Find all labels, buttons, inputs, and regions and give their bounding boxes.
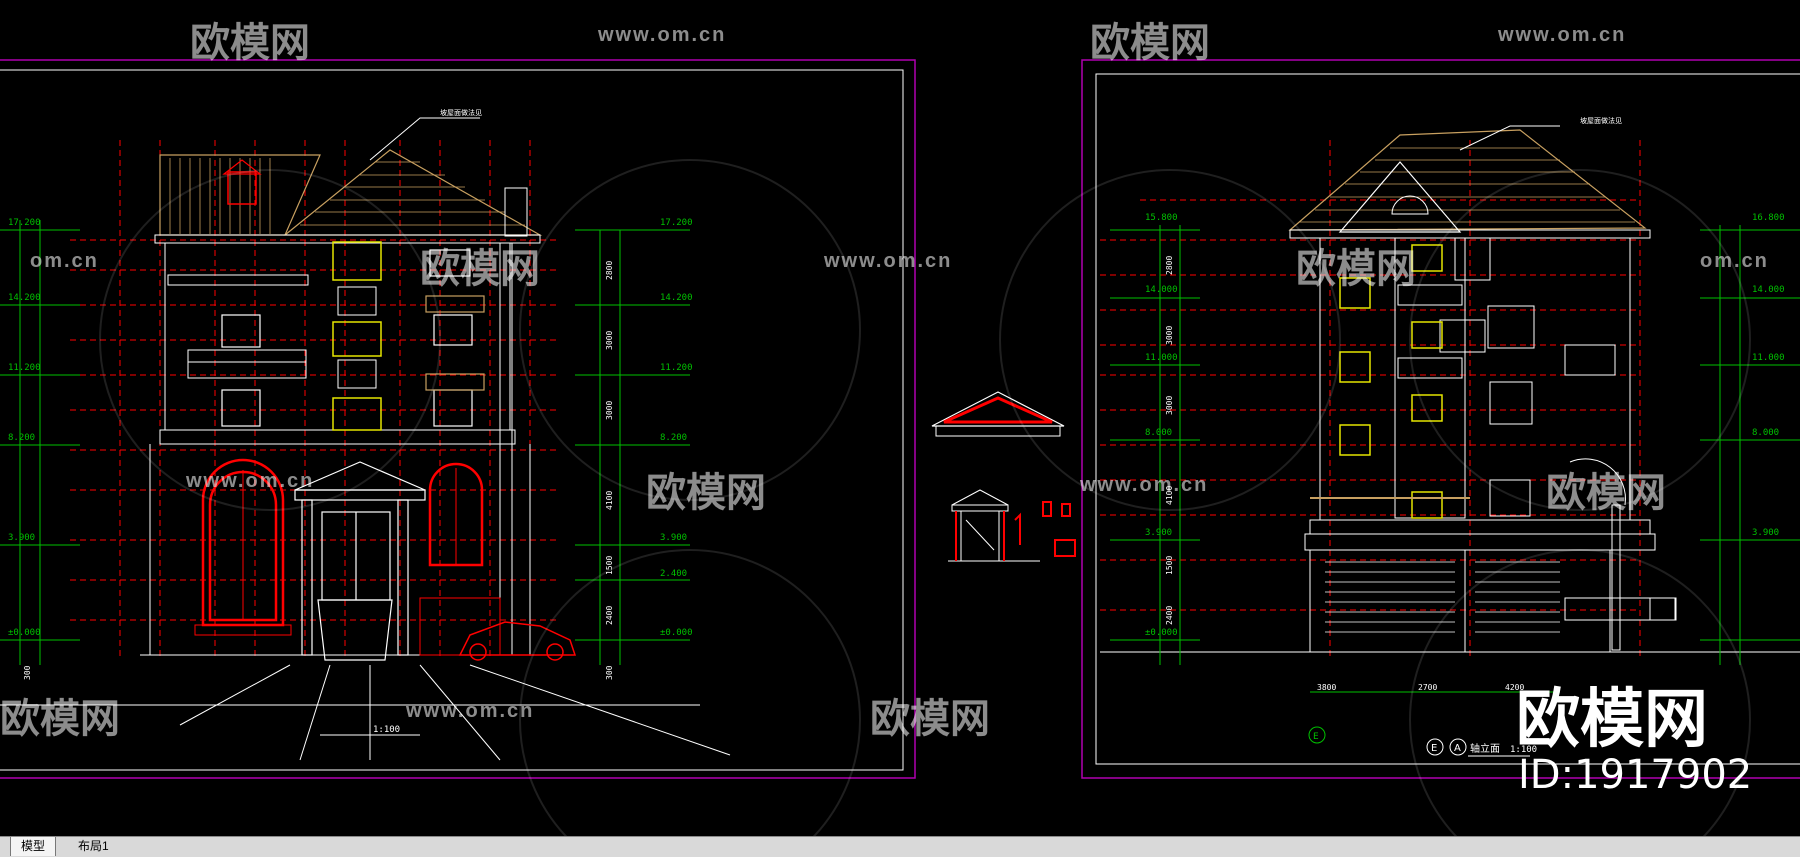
right-sheet-frame (1081, 59, 1800, 779)
side-bottom-dim: 3800 (1317, 683, 1336, 692)
front-dimension-label: 3000 (605, 401, 614, 420)
cad-drawing-canvas[interactable]: 17.200 14.200 11.200 8.200 3.900 ±0.000 … (0, 0, 1800, 836)
front-dimension-label: 1500 (605, 556, 614, 575)
side-dimension-label: 3000 (1165, 326, 1174, 345)
side-elevation: 15.800 14.000 11.000 8.000 3.900 ±0.000 … (1100, 116, 1800, 757)
front-level-label: 3.900 (8, 533, 35, 543)
side-dimension-label: 2800 (1165, 256, 1174, 275)
side-axis-bubble (1308, 726, 1326, 744)
front-chimney (504, 187, 528, 237)
watermark-brand-large: 欧模网 (1516, 683, 1708, 757)
side-level-label: 15.800 (1145, 213, 1178, 223)
front-balcony-railing (187, 349, 307, 379)
right-sheet-inner-frame (1095, 73, 1800, 765)
side-axis-mark: E (1313, 732, 1319, 742)
side-dimension-label: 2400 (1165, 606, 1174, 625)
front-right-level-label: 3.900 (660, 533, 687, 543)
front-dormer-window (227, 171, 257, 205)
watermark-id: ID:1917902 (1518, 752, 1753, 798)
watermark-brand: 欧模网 (190, 21, 310, 65)
watermark-site: www.om.cn (406, 700, 535, 722)
watermark-site-short: om.cn (30, 250, 99, 272)
side-right-level-label: 3.900 (1752, 528, 1779, 538)
watermark-brand: 欧模网 (1296, 247, 1416, 291)
side-level-label: 3.900 (1145, 528, 1172, 538)
front-right-level-label: 11.200 (660, 363, 693, 373)
front-scale-label: 1:100 (373, 725, 400, 735)
front-dimension-label: 2400 (605, 606, 614, 625)
front-stair-window (332, 241, 382, 281)
left-sheet-inner-frame (0, 69, 904, 771)
front-dimension-label: 3000 (605, 331, 614, 350)
side-roof (1288, 129, 1647, 231)
side-bottom-dim: 2700 (1418, 683, 1437, 692)
front-base-dim: 300 (605, 665, 614, 680)
side-title-axis-left: E (1431, 743, 1437, 754)
watermark-site: www.om.cn (824, 250, 953, 272)
detail-portico (948, 489, 1040, 562)
side-dimension-label: 4100 (1165, 486, 1174, 505)
front-level-label: 17.200 (8, 218, 41, 228)
front-right-level-label: ±0.000 (660, 628, 693, 638)
front-right-level-label: 17.200 (660, 218, 693, 228)
detail-drawings (931, 391, 1076, 562)
watermark-brand: 欧模网 (0, 697, 120, 741)
side-bottom-dim: 4200 (1505, 683, 1524, 692)
front-arched-window-left (201, 458, 285, 627)
side-right-level-label: 14.000 (1752, 285, 1785, 295)
side-right-level-label: 16.800 (1752, 213, 1785, 223)
front-roof-note: 坡屋面做法见 (440, 108, 482, 117)
front-window (221, 314, 261, 348)
side-scale-label: 1:100 (1510, 745, 1537, 755)
front-portico-pediment (294, 461, 426, 491)
tab-layout1[interactable]: 布局1 (78, 839, 109, 853)
side-red-grid (1100, 140, 1641, 660)
front-dimension-label: 4100 (605, 491, 614, 510)
tab-model[interactable]: 模型 (10, 837, 57, 856)
front-car (458, 621, 577, 661)
side-title-axis-right: A (1454, 743, 1461, 754)
front-arched-window-right (428, 462, 484, 567)
front-right-level-label: 14.200 (660, 293, 693, 303)
watermark-site: www.om.cn (1080, 474, 1209, 496)
watermark-brand: 欧模网 (1090, 21, 1210, 65)
watermark-site: www.om.cn (598, 24, 727, 46)
layout-tab-bar: 模型 布局1 (0, 836, 1800, 857)
front-level-label: 8.200 (8, 433, 35, 443)
side-title: 轴立面 (1470, 742, 1500, 755)
front-dimension-label: 2800 (605, 261, 614, 280)
watermark-brand: 欧模网 (1546, 471, 1666, 515)
watermark-site: www.om.cn (1498, 24, 1627, 46)
watermark-brand: 欧模网 (870, 697, 990, 741)
side-level-label: 14.000 (1145, 285, 1178, 295)
watermark-circles (99, 159, 1751, 836)
front-level-label: 11.200 (8, 363, 41, 373)
watermark-brand: 欧模网 (646, 471, 766, 515)
front-elevation: 17.200 14.200 11.200 8.200 3.900 ±0.000 … (0, 108, 731, 761)
front-right-level-label: 8.200 (660, 433, 687, 443)
side-right-level-label: 11.000 (1752, 353, 1785, 363)
side-roof-note: 坡屋面做法见 (1580, 116, 1622, 125)
front-roof-gable (283, 149, 543, 236)
watermark-brand: 欧模网 (420, 247, 540, 291)
left-sheet-frame (0, 59, 916, 779)
front-level-label: ±0.000 (8, 628, 41, 638)
side-level-label: 8.000 (1145, 428, 1172, 438)
side-right-level-label: 8.000 (1752, 428, 1779, 438)
side-dimension-label: 1500 (1165, 556, 1174, 575)
front-red-grid (70, 140, 560, 660)
side-dimension-label: 3000 (1165, 396, 1174, 415)
watermark-site: om.cn (1700, 250, 1769, 272)
watermark-site: www.om.cn (186, 470, 315, 492)
side-yellow-window (1339, 277, 1371, 309)
side-level-label: ±0.000 (1145, 628, 1178, 638)
front-base-dim: 300 (23, 665, 32, 680)
front-level-label: 14.200 (8, 293, 41, 303)
side-level-label: 11.000 (1145, 353, 1178, 363)
front-right-level-label: 2.400 (660, 569, 687, 579)
